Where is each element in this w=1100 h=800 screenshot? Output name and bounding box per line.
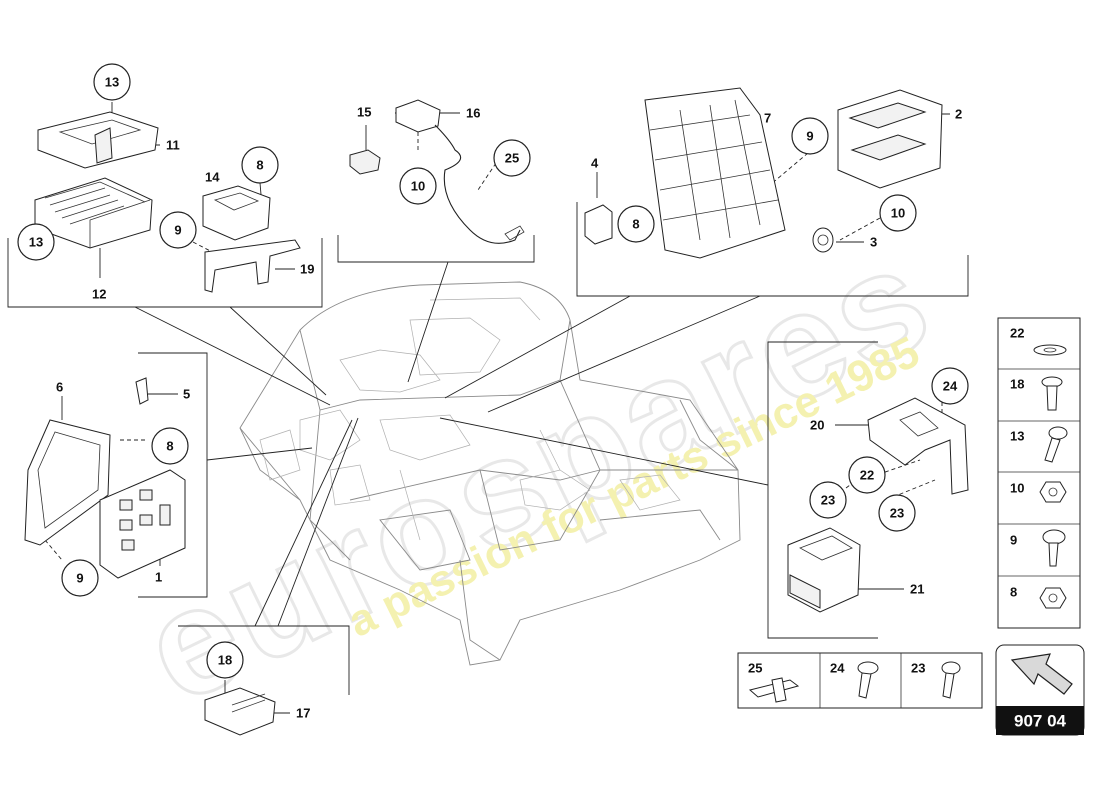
part-14-drawing xyxy=(202,185,271,241)
fastener-18-label: 18 xyxy=(1010,377,1024,392)
fastener-8-cell: 8 xyxy=(1010,585,1067,609)
part-1-drawing xyxy=(99,469,186,579)
leader-lines xyxy=(7,102,969,714)
part-17-drawing xyxy=(204,687,276,736)
callout-9-a: 9 xyxy=(159,211,197,249)
callout-8-b: 8 xyxy=(617,205,655,243)
label-4: 4 xyxy=(591,156,599,171)
fastener-24-cell: 24 xyxy=(830,661,879,699)
callout-23-b: 23 xyxy=(878,494,916,532)
fastener-13-label: 13 xyxy=(1010,429,1024,444)
label-7: 7 xyxy=(764,111,771,126)
part-4-drawing xyxy=(584,204,613,245)
label-21: 21 xyxy=(910,582,924,597)
part-20-drawing xyxy=(867,397,969,495)
callout-10-a: 10 xyxy=(399,167,437,205)
fastener-25-cell: 25 xyxy=(748,661,800,703)
callout-10-a-text: 10 xyxy=(411,179,425,194)
part-drawings xyxy=(24,87,969,736)
label-12: 12 xyxy=(92,287,106,302)
part-21-drawing xyxy=(787,527,861,613)
label-20: 20 xyxy=(810,418,824,433)
fastener-22-cell: 22 xyxy=(1010,326,1067,356)
part-11-drawing xyxy=(37,111,159,169)
part-3-drawing xyxy=(812,227,834,253)
fastener-22-label: 22 xyxy=(1010,326,1024,341)
part-7-drawing xyxy=(644,87,786,259)
callout-25-text: 25 xyxy=(505,151,519,166)
fastener-10-label: 10 xyxy=(1010,481,1024,496)
fastener-18-cell: 18 xyxy=(1010,376,1063,411)
fastener-24-label: 24 xyxy=(830,661,845,676)
label-14: 14 xyxy=(205,170,220,185)
callout-8-c: 8 xyxy=(151,427,189,465)
fastener-23-cell: 23 xyxy=(911,661,961,699)
callout-13-top: 13 xyxy=(93,63,131,101)
callout-9-c: 9 xyxy=(61,559,99,597)
callout-9-b-text: 9 xyxy=(806,129,813,144)
callout-22: 22 xyxy=(848,456,886,494)
fastener-table-bottom: 25 24 23 xyxy=(737,652,983,709)
callout-13-bottom-text: 13 xyxy=(29,235,43,250)
reference-box: 907 04 xyxy=(995,644,1085,736)
callout-9-a-text: 9 xyxy=(174,223,181,238)
label-6: 6 xyxy=(56,380,63,395)
callout-10-b: 10 xyxy=(879,194,917,232)
callout-8-b-text: 8 xyxy=(632,217,639,232)
label-3: 3 xyxy=(870,235,877,250)
callout-25: 25 xyxy=(493,139,531,177)
callout-24-text: 24 xyxy=(943,379,958,394)
part-labels: 11 12 14 19 15 16 4 7 2 3 6 5 1 20 21 17 xyxy=(56,105,962,721)
fastener-table-right: 22 18 13 10 9 8 xyxy=(997,317,1081,629)
label-17: 17 xyxy=(296,706,310,721)
fastener-25-label: 25 xyxy=(748,661,762,676)
callout-23-b-text: 23 xyxy=(890,506,904,521)
callout-18-text: 18 xyxy=(218,653,232,668)
label-2: 2 xyxy=(955,107,962,122)
fastener-8-label: 8 xyxy=(1010,585,1017,600)
part-2-drawing xyxy=(837,89,943,189)
part-19-drawing xyxy=(204,239,301,293)
part-15-drawing xyxy=(349,149,381,175)
label-16: 16 xyxy=(466,106,480,121)
fastener-9-cell: 9 xyxy=(1010,529,1066,567)
fastener-13-cell: 13 xyxy=(1010,426,1068,463)
part-6-drawing xyxy=(24,419,111,546)
callout-13-top-text: 13 xyxy=(105,75,119,90)
vehicle-chassis xyxy=(239,281,741,666)
callout-13-bottom: 13 xyxy=(17,223,55,261)
callout-bubbles: 13 13 8 9 10 25 9 10 8 8 9 24 22 23 23 1… xyxy=(17,63,969,679)
callout-10-b-text: 10 xyxy=(891,206,905,221)
label-19: 19 xyxy=(300,262,314,277)
callout-23-a: 23 xyxy=(809,481,847,519)
fastener-10-cell: 10 xyxy=(1010,481,1067,503)
callout-8-c-text: 8 xyxy=(166,439,173,454)
callout-18: 18 xyxy=(206,641,244,679)
callout-8-a-text: 8 xyxy=(256,158,263,173)
callout-24: 24 xyxy=(931,367,969,405)
fastener-23-label: 23 xyxy=(911,661,925,676)
label-11: 11 xyxy=(166,138,180,153)
callout-9-c-text: 9 xyxy=(76,571,83,586)
part-5-drawing xyxy=(135,377,149,405)
fastener-9-label: 9 xyxy=(1010,533,1017,548)
label-1: 1 xyxy=(155,570,162,585)
part-16-drawing xyxy=(395,99,525,244)
callout-22-text: 22 xyxy=(860,468,874,483)
direction-arrow-icon xyxy=(1010,653,1073,695)
callout-8-a: 8 xyxy=(241,146,279,184)
label-15: 15 xyxy=(357,105,371,120)
reference-bar xyxy=(996,706,1084,735)
reference-code: 907 04 xyxy=(1014,712,1067,731)
label-5: 5 xyxy=(183,387,190,402)
callout-23-a-text: 23 xyxy=(821,493,835,508)
callout-9-b: 9 xyxy=(791,117,829,155)
